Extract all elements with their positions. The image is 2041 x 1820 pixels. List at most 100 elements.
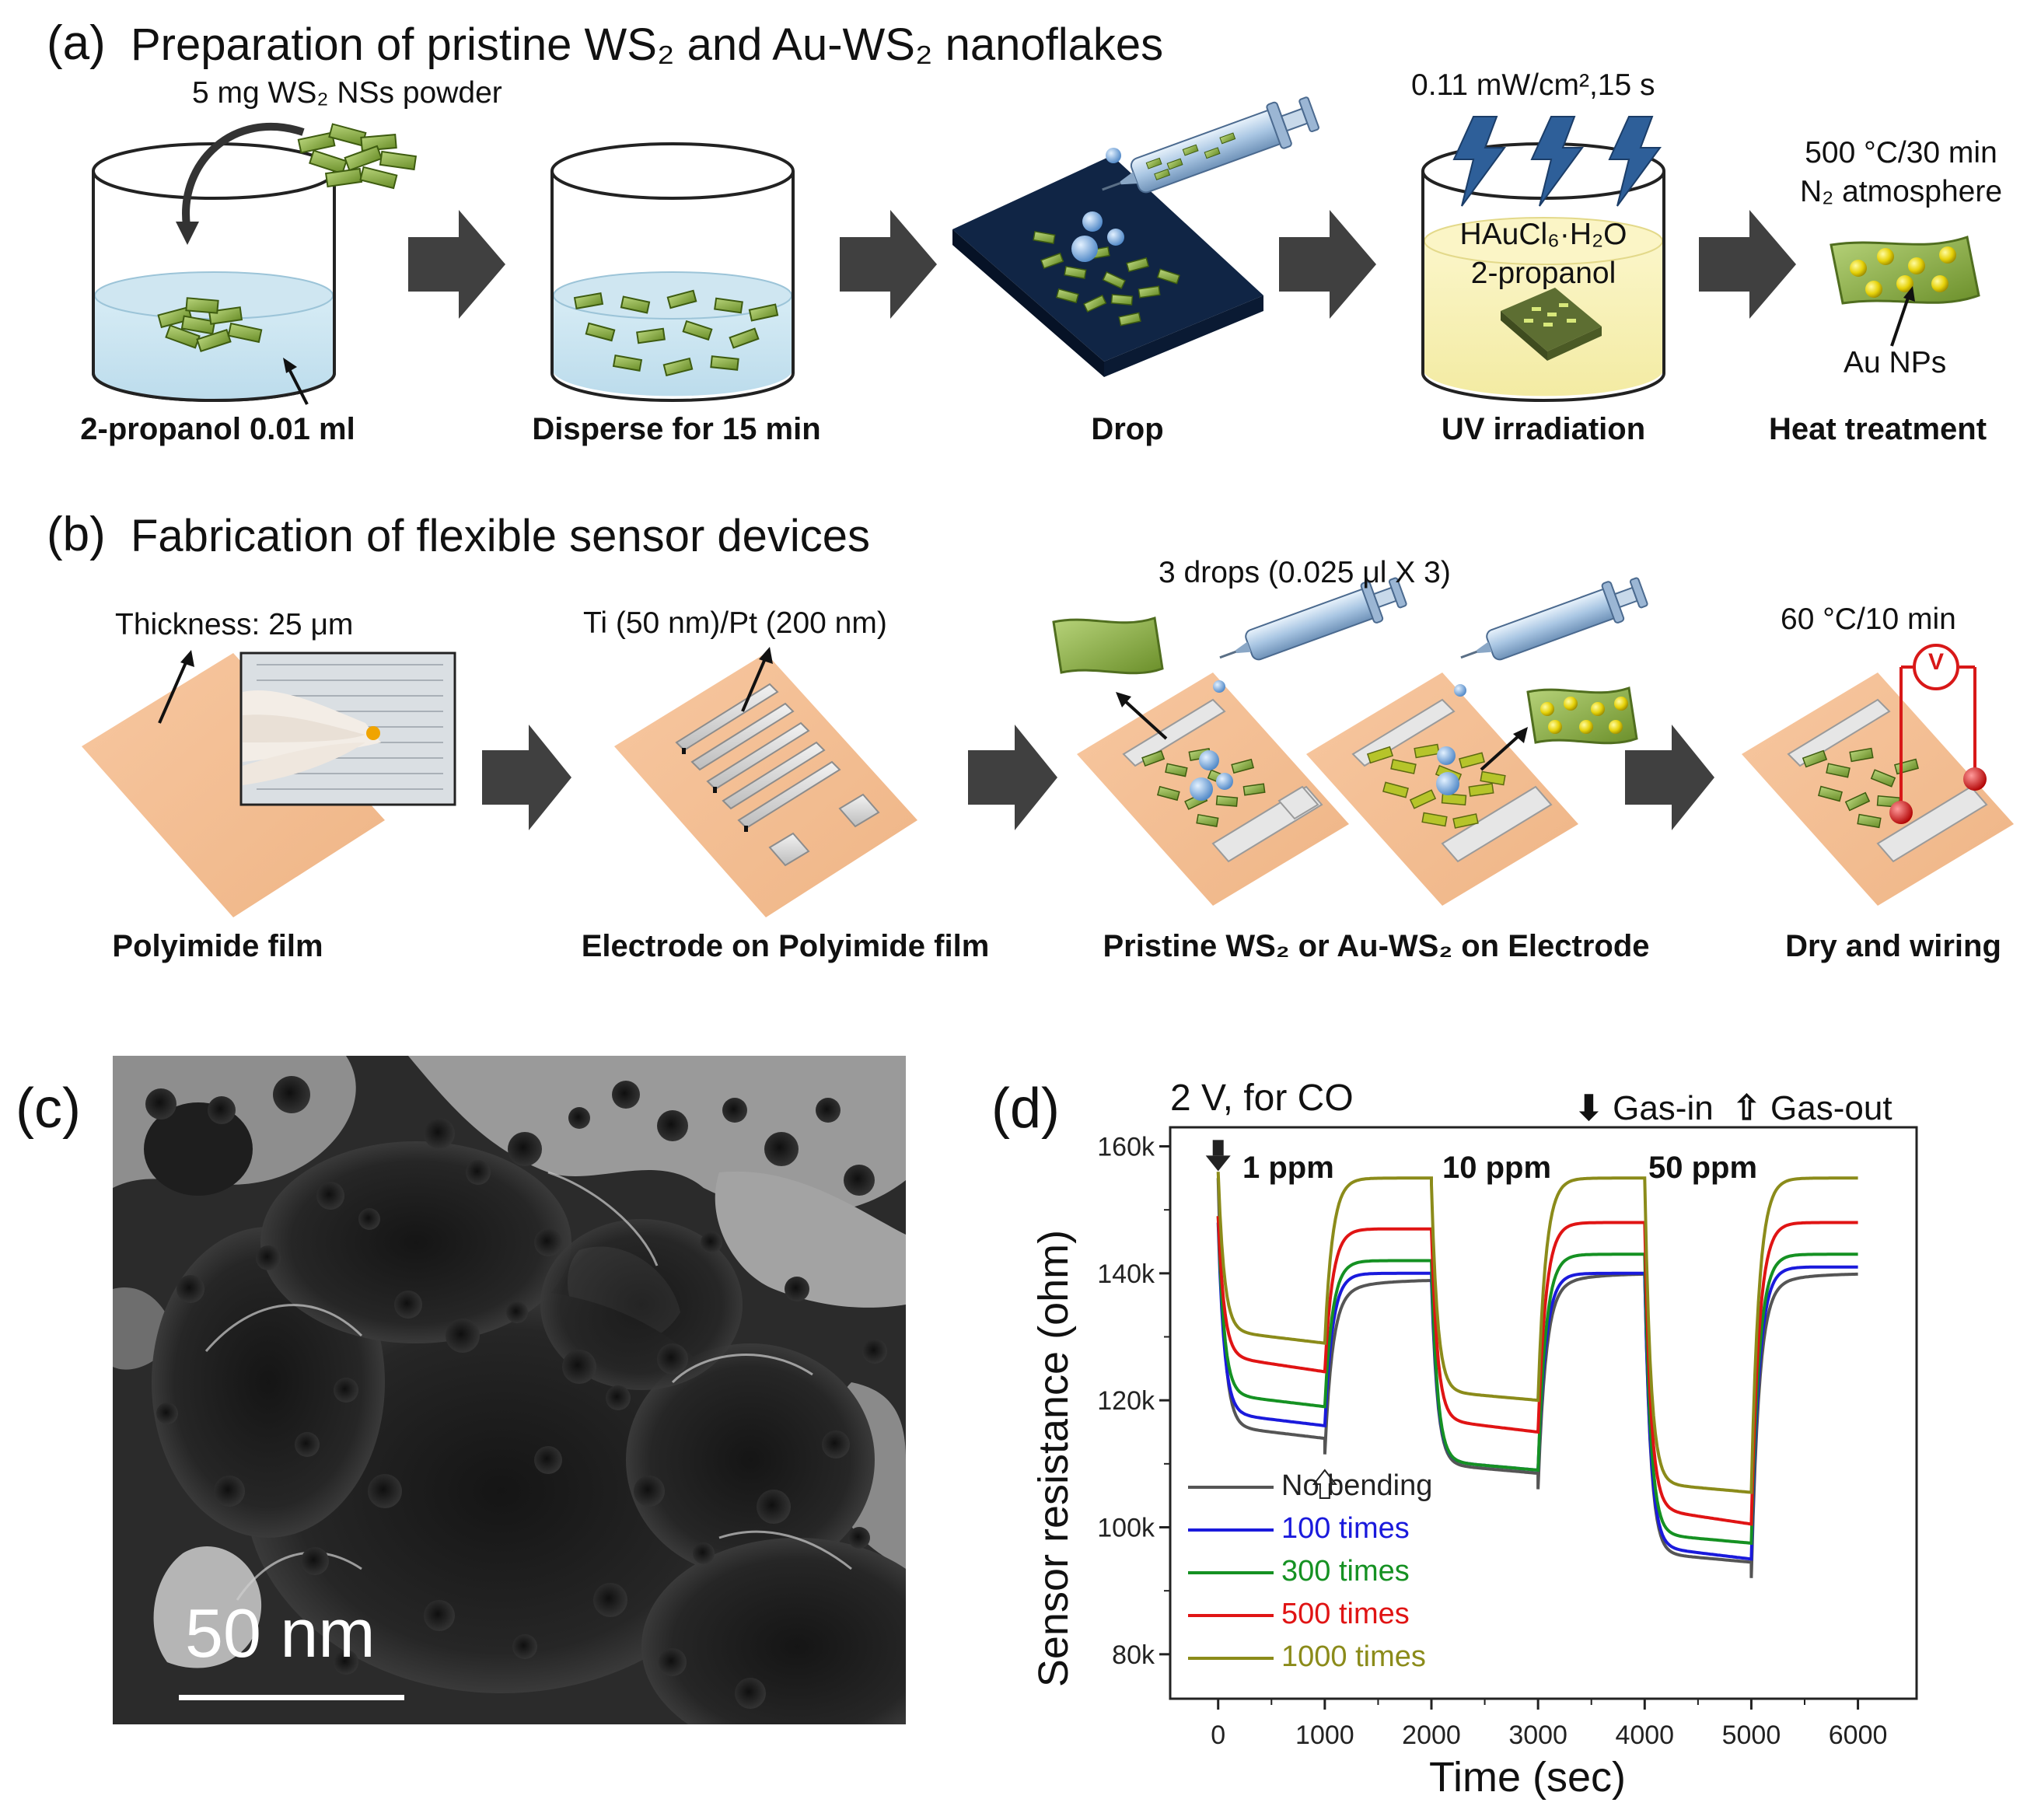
legend-label-0: No bending bbox=[1281, 1469, 1433, 1502]
solution-line-2: 2-propanol bbox=[1470, 257, 1616, 290]
voltmeter-symbol: V bbox=[1927, 649, 1944, 675]
step-b4-label: Dry and wiring bbox=[1785, 929, 2001, 963]
gas-in-marker-shaft-0 bbox=[1212, 1140, 1224, 1156]
uv-note: 0.11 mW/cm²,15 s bbox=[1411, 68, 1655, 102]
step-a1-label: 2-propanol 0.01 ml bbox=[80, 412, 355, 446]
pristine-flake-icon bbox=[1052, 617, 1164, 675]
y-tick-label-4: 160k bbox=[1097, 1133, 1155, 1162]
legend-item-2: 300 times bbox=[1188, 1555, 1410, 1588]
arrow-a1 bbox=[408, 210, 505, 319]
gas-legend: ⬇ Gas-in ⇧ Gas-out bbox=[1574, 1088, 1892, 1128]
panel-d-letter: (d) bbox=[991, 1078, 1060, 1140]
x-tick-label-0: 0 bbox=[1211, 1720, 1225, 1750]
electrode-film bbox=[614, 647, 917, 917]
powder-note: 5 mg WS₂ NSs powder bbox=[192, 76, 502, 110]
y-tick-label-2: 120k bbox=[1097, 1386, 1155, 1416]
legend-swatch-2 bbox=[1188, 1570, 1274, 1574]
beaker-uv bbox=[1421, 142, 1665, 402]
legend-label-1: 100 times bbox=[1281, 1512, 1410, 1545]
legend-label-2: 300 times bbox=[1281, 1555, 1410, 1588]
gas-out-marker-0 bbox=[1312, 1469, 1337, 1499]
beaker-2 bbox=[550, 142, 795, 402]
x-axis-label: Time (sec) bbox=[1429, 1754, 1626, 1801]
step-a5-label: Heat treatment bbox=[1768, 412, 1987, 446]
chart-title: 2 V, for CO bbox=[1170, 1078, 1354, 1119]
sensor-pristine bbox=[1077, 672, 1349, 906]
x-tick-label-4: 4000 bbox=[1615, 1720, 1674, 1750]
panel-b-letter: (b) bbox=[47, 508, 106, 561]
arrow-b3 bbox=[1625, 725, 1714, 830]
arrow-b1 bbox=[482, 725, 571, 830]
gas-in-legend-label: Gas-in bbox=[1613, 1089, 1714, 1127]
panel-c-letter: (c) bbox=[16, 1078, 81, 1140]
polyimide-film bbox=[82, 653, 385, 917]
y-tick-label-1: 100k bbox=[1097, 1514, 1155, 1543]
legend-item-1: 100 times bbox=[1188, 1512, 1410, 1546]
step-a4-label: UV irradiation bbox=[1441, 412, 1646, 446]
conc-label-2: 10 ppm bbox=[1442, 1151, 1552, 1185]
step-a3-label: Drop bbox=[1091, 412, 1164, 446]
legend-swatch-4 bbox=[1188, 1656, 1274, 1660]
drop-substrate bbox=[952, 155, 1263, 377]
wired-sensor bbox=[1742, 644, 2014, 906]
x-tick-label-6: 6000 bbox=[1829, 1720, 1888, 1750]
heat-note-1: 500 °C/30 min bbox=[1805, 136, 1997, 169]
y-tick-label-0: 80k bbox=[1112, 1640, 1155, 1670]
dry-note: 60 °C/10 min bbox=[1781, 603, 1956, 636]
step-a2-label: Disperse for 15 min bbox=[532, 412, 821, 446]
syringe-a bbox=[1102, 96, 1319, 194]
legend-label-4: 1000 times bbox=[1281, 1640, 1426, 1673]
arrow-b2 bbox=[968, 725, 1057, 830]
drops-note: 3 drops (0.025 μl X 3) bbox=[1159, 556, 1451, 589]
y-axis-label: Sensor resistance (ohm) bbox=[1030, 1229, 1077, 1688]
x-tick-label-5: 5000 bbox=[1722, 1720, 1781, 1750]
step-b2-label: Electrode on Polyimide film bbox=[581, 929, 990, 963]
y-tick-label-3: 140k bbox=[1097, 1259, 1155, 1289]
plot-frame bbox=[1169, 1126, 1918, 1700]
conc-label-1: 1 ppm bbox=[1242, 1151, 1334, 1185]
arrow-a3 bbox=[1279, 210, 1376, 319]
au-flake-icon bbox=[1526, 686, 1638, 745]
solution-line-1: HAuCl₆·H₂O bbox=[1459, 218, 1627, 251]
legend-item-3: 500 times bbox=[1188, 1598, 1410, 1631]
panel-a-letter: (a) bbox=[47, 16, 106, 70]
step-b3-label: Pristine WS₂ or Au-WS₂ on Electrode bbox=[1103, 929, 1650, 963]
scale-bar-label: 50 nm bbox=[185, 1595, 376, 1672]
arrow-a2 bbox=[840, 210, 937, 319]
legend-swatch-0 bbox=[1188, 1485, 1274, 1489]
electrode-note: Ti (50 nm)/Pt (200 nm) bbox=[583, 606, 887, 640]
series-line-4 bbox=[1216, 1172, 1858, 1494]
legend-swatch-1 bbox=[1188, 1528, 1274, 1532]
panel-a-illustrations bbox=[92, 96, 1980, 405]
photo-inset bbox=[239, 651, 456, 806]
series-line-0 bbox=[1216, 1178, 1858, 1578]
tem-image bbox=[113, 1056, 906, 1724]
gas-in-arrow-icon: ⬇ bbox=[1574, 1089, 1603, 1127]
legend-swatch-3 bbox=[1188, 1613, 1274, 1617]
panel-b-title: Fabrication of flexible sensor devices bbox=[131, 511, 871, 561]
legend-label-3: 500 times bbox=[1281, 1598, 1410, 1630]
uv-lightning-icon bbox=[1452, 116, 1662, 207]
sensor-au bbox=[1306, 672, 1578, 906]
series-line-3 bbox=[1216, 1216, 1858, 1526]
heat-note-2: N₂ atmosphere bbox=[1799, 175, 2003, 208]
legend-item-0: No bending bbox=[1188, 1469, 1432, 1503]
arrow-a4 bbox=[1699, 210, 1796, 319]
x-tick-label-3: 3000 bbox=[1508, 1720, 1567, 1750]
gas-out-legend-label: Gas-out bbox=[1770, 1089, 1892, 1127]
legend-item-4: 1000 times bbox=[1188, 1640, 1426, 1674]
syringe-b2 bbox=[1460, 577, 1648, 661]
step-b1-label: Polyimide film bbox=[112, 929, 323, 963]
gas-in-marker-0 bbox=[1205, 1155, 1231, 1172]
syringe-b1 bbox=[1219, 577, 1407, 661]
au-ws2-flake bbox=[1830, 236, 1980, 347]
au-nps-label: Au NPs bbox=[1844, 346, 1947, 379]
series-line-2 bbox=[1216, 1216, 1858, 1546]
thickness-note: Thickness: 25 μm bbox=[115, 608, 354, 641]
beaker-1 bbox=[92, 122, 336, 405]
gas-out-arrow-icon: ⇧ bbox=[1732, 1089, 1761, 1127]
x-tick-label-2: 2000 bbox=[1402, 1720, 1461, 1750]
resistance-chart: 0 1000 2000 3000 4000 5000 6000 80k 100k 120k 140k… bbox=[1097, 1126, 1918, 1750]
panel-b-illustrations bbox=[82, 577, 2014, 917]
x-tick-label-1: 1000 bbox=[1295, 1720, 1354, 1750]
